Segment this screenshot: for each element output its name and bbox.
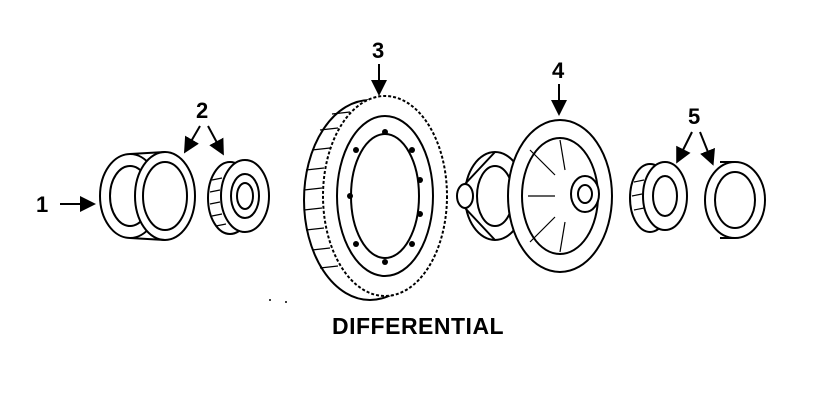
diagram-title: DIFFERENTIAL bbox=[332, 313, 504, 339]
part-4-differential-case bbox=[456, 119, 613, 273]
part-3-ring-gear bbox=[303, 95, 448, 301]
callout-3-label: 3 bbox=[372, 38, 384, 63]
callout-2-arrow-a bbox=[183, 125, 201, 154]
callout-5-label: 5 bbox=[688, 104, 700, 129]
part-2-roller-bearing bbox=[207, 159, 270, 235]
callout-4-label: 4 bbox=[552, 58, 565, 83]
stray-marks bbox=[269, 299, 287, 303]
callout-2-label: 2 bbox=[196, 98, 208, 123]
callout-5: 5 bbox=[676, 104, 715, 166]
callout-1-label: 1 bbox=[36, 192, 48, 217]
callout-5-arrow-b bbox=[699, 131, 715, 166]
callout-3: 3 bbox=[371, 38, 387, 96]
callout-1: 1 bbox=[36, 192, 96, 217]
callout-2-arrow-b bbox=[207, 125, 224, 156]
callout-2: 2 bbox=[183, 98, 224, 156]
part-5-bearing-and-cup bbox=[629, 161, 766, 239]
callout-4: 4 bbox=[551, 58, 567, 116]
part-1-bearing-cup bbox=[99, 151, 196, 241]
callout-5-arrow-a bbox=[676, 131, 693, 164]
